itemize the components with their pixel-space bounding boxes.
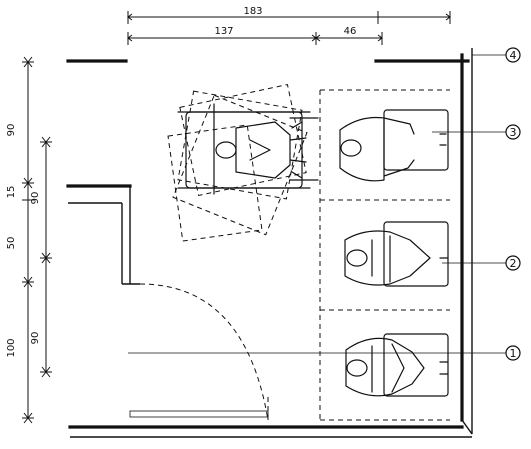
dim-part-a-label: 137	[214, 26, 233, 37]
svg-text:2: 2	[510, 257, 517, 270]
stall-1-fixture	[345, 333, 449, 397]
dim-inner-1: 90	[30, 192, 41, 205]
svg-text:3: 3	[510, 126, 517, 139]
dim-inner-2: 90	[30, 332, 41, 345]
dim-left-4: 100	[6, 338, 17, 357]
stall-3-fixture	[339, 109, 449, 182]
dim-left-1: 90	[6, 124, 17, 137]
callout-1: 1	[505, 345, 521, 361]
stall-outlines	[319, 89, 450, 421]
top-dimensions: 183 137 46	[127, 6, 451, 45]
walls	[66, 48, 473, 438]
callout-3: 3	[505, 124, 521, 140]
callout-2: 2	[505, 255, 521, 271]
svg-text:4: 4	[510, 49, 517, 62]
left-dimensions-inner: 90 90	[30, 136, 52, 378]
dim-part-b-label: 46	[344, 26, 357, 37]
dim-left-3: 50	[6, 237, 17, 250]
wheelchair-rotation-sketch	[167, 83, 319, 242]
dim-left-2: 15	[6, 186, 17, 199]
svg-text:1: 1	[510, 347, 517, 360]
callout-lines	[128, 54, 506, 354]
door-swing	[129, 283, 269, 421]
dim-overall-label: 183	[243, 6, 262, 17]
callout-4: 4	[505, 47, 521, 63]
left-dimensions-outer: 90 15 50 100	[6, 56, 34, 424]
stall-2-fixture	[344, 221, 449, 287]
